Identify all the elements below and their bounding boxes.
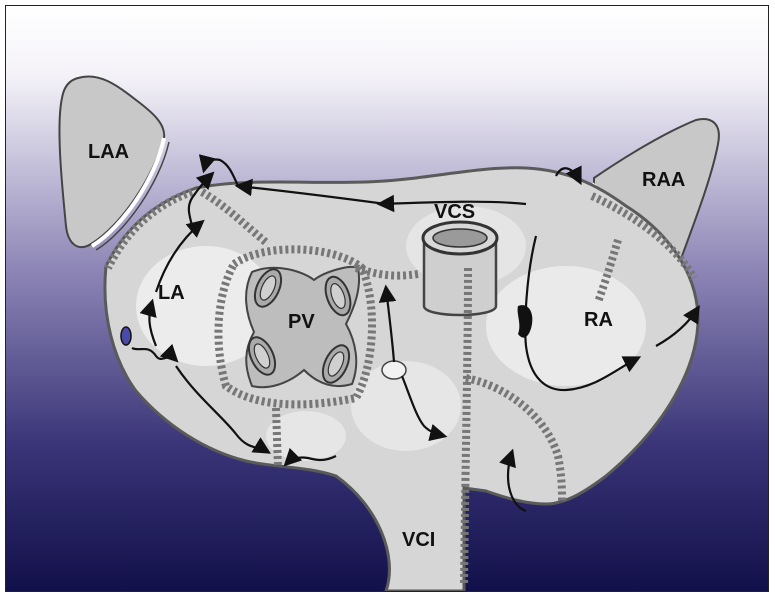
label-pv: PV — [288, 311, 315, 333]
left-marker — [121, 327, 131, 345]
label-ra: RA — [584, 309, 613, 331]
atria-ablation-diagram: LAA RAA VCS LA PV RA VCI — [6, 6, 768, 591]
label-raa: RAA — [642, 169, 685, 191]
label-vcs: VCS — [434, 201, 475, 223]
diagram-frame: LAA RAA VCS LA PV RA VCI — [5, 5, 769, 592]
label-laa: LAA — [88, 141, 129, 163]
label-vci: VCI — [402, 529, 435, 551]
label-la: LA — [158, 282, 185, 304]
superior-vena-cava — [423, 222, 497, 315]
